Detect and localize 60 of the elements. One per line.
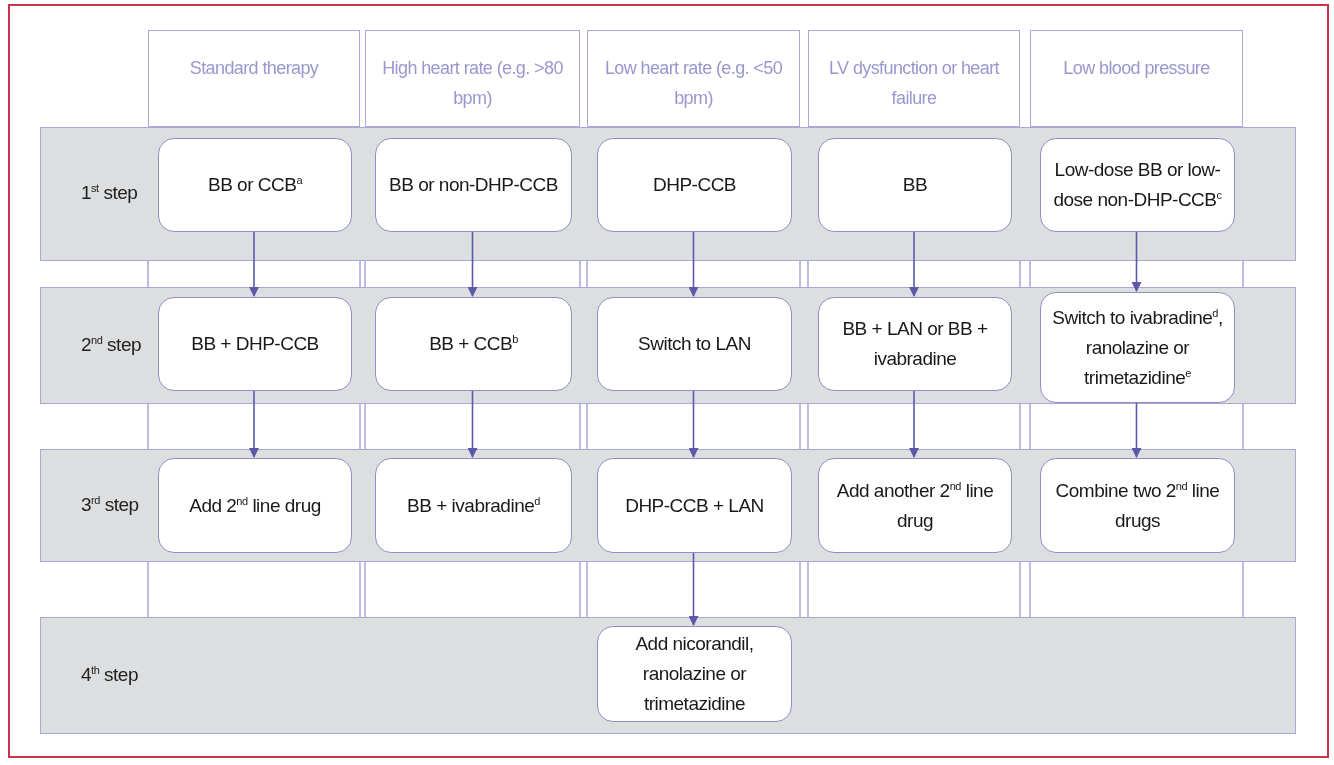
treatment-box [1040, 458, 1235, 553]
arrow [249, 230, 259, 297]
treatment-box [158, 297, 352, 391]
treatment-box [818, 458, 1012, 553]
treatment-box [597, 458, 792, 553]
step-band [40, 127, 1296, 261]
treatment-box [158, 458, 352, 553]
arrow [467, 230, 478, 297]
treatment-box [597, 297, 792, 391]
treatment-text: DHP-CCB [651, 173, 738, 197]
column-header: Low heart rate (e.g. <50 bpm) [603, 57, 784, 110]
treatment-box [597, 138, 792, 232]
treatment-text: BB [901, 173, 929, 197]
treatment-text: Combine two 2$^{nd}$ line drugs [1054, 478, 1221, 533]
column-header: Standard therapy [188, 57, 320, 80]
column-outline [808, 30, 1020, 127]
treatment-text: DHP-CCB + LAN [624, 493, 765, 518]
treatment-box [818, 297, 1012, 391]
treatment-text: Low-dose BB or low-dose non-DHP-CCB$^{c}$ [1052, 158, 1223, 212]
treatment-box [1040, 138, 1235, 232]
treatment-text: BB + LAN or BB + ivabradine [841, 317, 989, 371]
treatment-text: BB + ivabradine$^{d}$ [406, 493, 541, 518]
treatment-box [818, 138, 1012, 232]
treatment-text: BB + CCB$^{b}$ [428, 331, 519, 356]
step-band [40, 617, 1296, 734]
treatment-text: Add another 2$^{nd}$ line drug [835, 478, 995, 533]
arrow [688, 230, 699, 297]
arrow [688, 551, 699, 626]
treatment-box [597, 626, 792, 722]
treatment-text: BB + DHP-CCB [190, 332, 320, 356]
step-label: 1$^{st}$ step [81, 182, 138, 204]
step-band [40, 449, 1296, 562]
treatment-text: Add nicorandil, ranolazine or trimetazidine [634, 632, 755, 716]
treatment-box [1040, 292, 1235, 403]
treatment-text: BB or CCB$^{a}$ [206, 172, 304, 197]
step-label: 4$^{th}$ step [81, 663, 138, 686]
treatment-box [158, 138, 352, 232]
arrow [909, 389, 919, 458]
column-header: High heart rate (e.g. >80 bpm) [381, 57, 564, 110]
step-label: 3$^{rd}$ step [81, 493, 139, 516]
arrow [688, 389, 699, 458]
treatment-text: Switch to LAN [637, 332, 752, 356]
arrow [467, 389, 478, 458]
column-outline [148, 30, 360, 127]
column-outline [1030, 30, 1243, 127]
column-header: LV dysfunction or heart failure [828, 57, 1001, 110]
treatment-text: BB or non-DHP-CCB [388, 173, 559, 197]
column-outline [587, 30, 800, 127]
treatment-box [375, 297, 572, 391]
treatment-box [375, 138, 572, 232]
column-header: Low blood pressure [1062, 57, 1211, 80]
arrow [249, 389, 259, 458]
column-outline [365, 30, 580, 127]
arrow [909, 230, 919, 297]
arrow [1131, 230, 1142, 292]
treatment-box [375, 458, 572, 553]
treatment-text: Add 2$^{nd}$ line drug [188, 493, 322, 518]
step-label: 2$^{nd}$ step [81, 333, 142, 356]
treatment-text: Switch to ivabradine$^{d}$, ranolazine or trimetazidine$^{e}$ [1051, 305, 1224, 390]
step-band [40, 287, 1296, 404]
